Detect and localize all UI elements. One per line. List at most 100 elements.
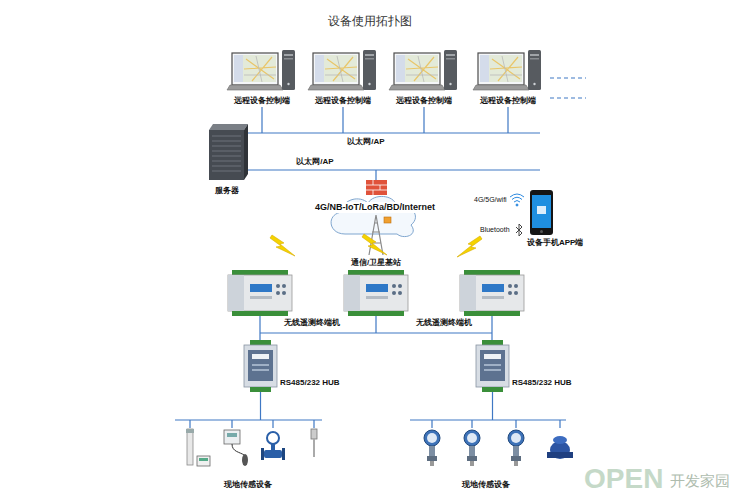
hubs bbox=[244, 340, 509, 392]
terminal-label: 无线遥测终端机 bbox=[416, 318, 472, 328]
field-sensors-right-part bbox=[547, 452, 573, 458]
wireless-bolts-part bbox=[457, 236, 482, 257]
device-label: 远程设备控制端 bbox=[480, 96, 536, 106]
field-sensors-left-part bbox=[186, 429, 194, 433]
device-label: Bluetooth bbox=[480, 226, 510, 234]
firewall-icon bbox=[366, 180, 387, 195]
device-label: 4G/5G/wifi bbox=[474, 196, 507, 204]
terminals-part bbox=[344, 270, 408, 316]
ethernet-wires-part bbox=[375, 170, 376, 180]
field-sensors-left-part bbox=[187, 429, 193, 465]
watermark: OPEN bbox=[584, 462, 663, 496]
device-node: 4G/NB-IoT/LoRa/BD/Internet bbox=[310, 196, 440, 238]
field-sensors-left bbox=[186, 429, 317, 466]
more-dashes-part bbox=[550, 77, 586, 78]
terminals-part bbox=[228, 270, 292, 316]
phone-icon-part bbox=[530, 190, 553, 235]
field-sensors-right bbox=[424, 430, 573, 466]
ethernet-wires-part bbox=[248, 132, 540, 133]
hubs-part bbox=[476, 340, 509, 392]
network-label: 以太网/AP bbox=[347, 137, 384, 147]
server-icon bbox=[209, 124, 248, 180]
wireless-bolts-part bbox=[362, 234, 387, 255]
terminals bbox=[228, 270, 524, 316]
field-sensors-right-part bbox=[553, 436, 567, 444]
field-sensors-left-part bbox=[261, 448, 264, 460]
device-node: 远程设备控制端 bbox=[305, 50, 381, 107]
device-label: 通信/卫星基站 bbox=[351, 258, 401, 268]
device-label: 现地传感设备 bbox=[462, 480, 510, 490]
terminal-bus bbox=[260, 316, 492, 340]
terminals-part bbox=[460, 270, 524, 316]
device-node: 远程设备控制端 bbox=[470, 50, 546, 107]
server-icon-part bbox=[209, 124, 248, 130]
device-node: 服务器 bbox=[200, 122, 254, 198]
server-icon-part bbox=[209, 130, 244, 180]
base-station-tower-part bbox=[384, 217, 391, 223]
phone-icon-part bbox=[537, 206, 546, 214]
terminal-label: 无线遥测终端机 bbox=[284, 318, 340, 328]
device-label: 设备手机APP端 bbox=[527, 238, 583, 248]
ethernet-wires-part bbox=[262, 107, 508, 133]
network-label: 以太网/AP bbox=[296, 157, 333, 167]
field-sensors-left-part bbox=[242, 454, 248, 466]
phone-icon bbox=[530, 190, 553, 235]
device-node: 通信/卫星基站 bbox=[340, 256, 412, 270]
watermark: 开发家园 bbox=[670, 472, 730, 490]
device-node: 现地传感设备 bbox=[406, 420, 570, 492]
bus-connector bbox=[260, 392, 261, 420]
diagram-title: 设备使用拓扑图 bbox=[328, 14, 412, 28]
phone-icon-part bbox=[540, 230, 543, 233]
device-label: 服务器 bbox=[215, 186, 239, 196]
server-icon-part bbox=[212, 136, 241, 171]
computers-part bbox=[308, 50, 376, 90]
field-sensors-left-part bbox=[313, 439, 315, 457]
field-sensors-left-part bbox=[311, 429, 317, 439]
wireless-bolts-part bbox=[270, 235, 295, 256]
device-label: RS485/232 HUB bbox=[280, 378, 340, 388]
server-icon-part bbox=[244, 124, 248, 180]
field-sensors-left-part bbox=[197, 456, 210, 466]
device-node: 远程设备控制端 bbox=[386, 50, 462, 107]
bluetooth-symbol bbox=[516, 224, 522, 236]
computers bbox=[227, 50, 541, 90]
device-label: RS485/232 HUB bbox=[512, 378, 572, 388]
device-label: 4G/NB-IoT/LoRa/BD/Internet bbox=[313, 202, 437, 213]
device-label: 现地传感设备 bbox=[224, 480, 272, 490]
device-node: 4G/5G/wifiBluetooth 设备手机APP端 bbox=[470, 188, 590, 250]
field-sensors-left-part bbox=[264, 450, 282, 458]
field-sensors-left-part bbox=[267, 432, 279, 444]
device-node: RS485/232 HUB bbox=[243, 340, 345, 392]
computers-part bbox=[389, 50, 457, 90]
bus-connector bbox=[492, 392, 493, 420]
firewall-icon-part bbox=[366, 180, 387, 195]
field-sensors-left-part bbox=[224, 430, 240, 444]
sensor-bus-part bbox=[175, 420, 322, 428]
wifi-symbol-part bbox=[510, 194, 524, 202]
wifi-symbol-part bbox=[516, 204, 518, 206]
wifi-symbol bbox=[510, 194, 524, 206]
computers-part bbox=[227, 50, 295, 90]
ethernet-wires-part bbox=[248, 169, 540, 170]
sensor-bus bbox=[175, 420, 566, 428]
base-station-tower bbox=[369, 215, 391, 255]
field-sensors-left-part bbox=[199, 458, 208, 461]
hubs-part bbox=[244, 340, 277, 392]
field-sensors-right-part bbox=[464, 430, 480, 466]
terminal-bus-part bbox=[260, 316, 492, 340]
device-node: 现地传感设备 bbox=[172, 420, 324, 492]
device-node: 远程设备控制端 bbox=[224, 50, 300, 107]
phone-icon-part bbox=[532, 195, 551, 228]
field-sensors-right-part bbox=[424, 430, 440, 466]
sensor-bus-part bbox=[410, 420, 566, 428]
device-label: 远程设备控制端 bbox=[315, 96, 371, 106]
field-sensors-left-part bbox=[282, 448, 285, 460]
more-dashes bbox=[550, 78, 586, 98]
field-sensors-right-part bbox=[508, 430, 524, 466]
device-label: 远程设备控制端 bbox=[396, 96, 452, 106]
computers-part bbox=[473, 50, 541, 90]
device-node: RS485/232 HUB bbox=[475, 340, 577, 392]
